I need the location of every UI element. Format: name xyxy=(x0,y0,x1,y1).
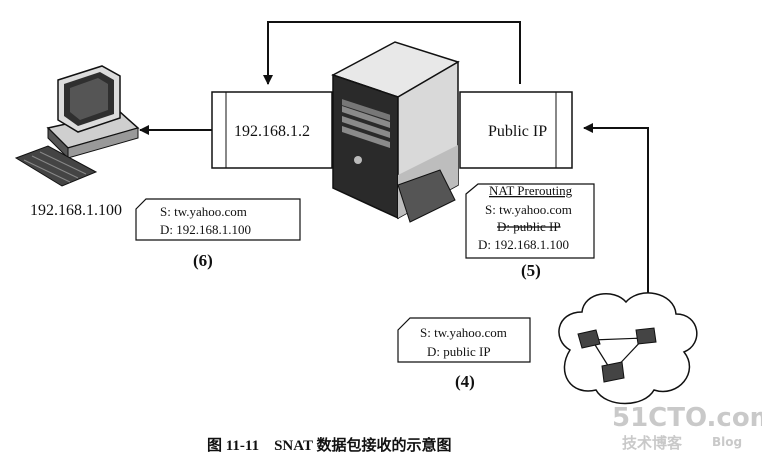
packet-5-new-dst: D: 192.168.1.100 xyxy=(478,237,569,252)
watermark-sub: 技术博客 xyxy=(622,434,683,452)
internal-interface-label: 192.168.1.2 xyxy=(234,123,310,140)
client-ip-label: 192.168.1.100 xyxy=(30,202,122,219)
external-interface-label: Public IP xyxy=(488,123,547,140)
step-4-label: (4) xyxy=(455,372,475,391)
computer-icon xyxy=(14,65,140,187)
watermark-blog: Blog xyxy=(712,435,742,449)
packet-5-src: S: tw.yahoo.com xyxy=(485,202,572,217)
step-5-label: (5) xyxy=(521,261,541,280)
server-icon xyxy=(331,41,460,223)
internal-interface-box: 192.168.1.2 xyxy=(211,91,333,169)
external-interface-box: Public IP xyxy=(459,91,573,169)
packet-6-src: S: tw.yahoo.com xyxy=(160,204,247,219)
packet-6-dst: D: 192.168.1.100 xyxy=(160,222,251,237)
watermark: 51CTO.com 技术博客 Blog xyxy=(612,403,762,452)
watermark-brand: 51CTO.com xyxy=(612,403,762,433)
packet-4-note: S: tw.yahoo.com D: public IP xyxy=(397,317,531,363)
packet-5-chain: NAT Prerouting xyxy=(489,183,573,198)
internet-cloud-icon xyxy=(558,292,698,405)
loop-arrow xyxy=(263,21,521,85)
packet-5-old-dst: D: public IP xyxy=(497,219,561,234)
packet-6-note: S: tw.yahoo.com D: 192.168.1.100 xyxy=(135,198,301,241)
figure-caption: 图 11-11 SNAT 数据包接收的示意图 xyxy=(207,436,451,454)
packet-5-note: NAT Prerouting S: tw.yahoo.com D: public… xyxy=(465,183,595,259)
arrow-from-internet xyxy=(583,123,649,308)
step-6-label: (6) xyxy=(193,251,213,270)
packet-4-dst: D: public IP xyxy=(427,344,491,359)
packet-4-src: S: tw.yahoo.com xyxy=(420,325,507,340)
